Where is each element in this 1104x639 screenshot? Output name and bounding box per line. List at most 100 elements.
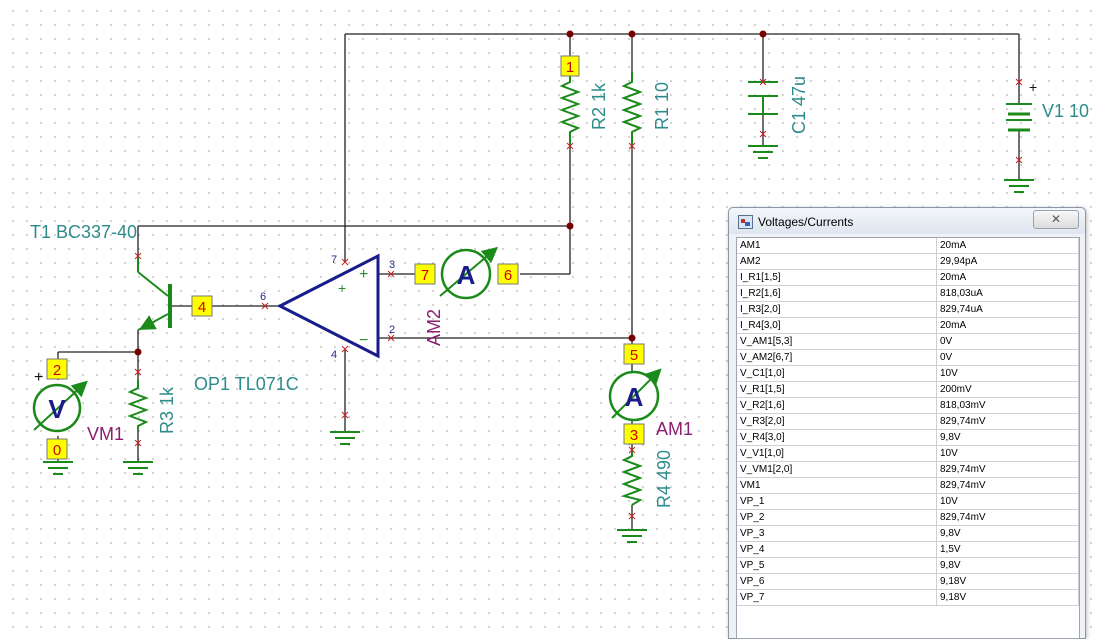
node-0[interactable]: 0 bbox=[46, 438, 68, 460]
node-7[interactable]: 7 bbox=[414, 263, 436, 285]
r3-resistor[interactable] bbox=[127, 380, 149, 430]
node-2-label: 2 bbox=[53, 362, 61, 379]
table-row[interactable]: V_R1[1,5]200mV bbox=[737, 381, 1079, 398]
c1-capacitor[interactable] bbox=[748, 81, 778, 115]
vm1-voltmeter[interactable]: V bbox=[32, 380, 88, 433]
pin-7-label: 7 bbox=[331, 254, 337, 266]
node-6-label: 6 bbox=[504, 267, 512, 284]
row-name-cell: VM1 bbox=[737, 477, 937, 494]
node-4[interactable]: 4 bbox=[191, 295, 213, 317]
node-7-label: 7 bbox=[421, 267, 429, 284]
am2-ammeter[interactable]: A bbox=[439, 246, 499, 300]
close-button[interactable]: ✕ bbox=[1033, 210, 1079, 229]
node-3[interactable]: 3 bbox=[623, 423, 645, 445]
row-name-cell: AM2 bbox=[737, 253, 937, 270]
r2-label[interactable]: R2 1k bbox=[589, 82, 609, 130]
row-value-cell: 818,03mV bbox=[936, 397, 1079, 414]
row-value-cell: 829,74mV bbox=[936, 413, 1079, 430]
table-row[interactable]: I_R2[1,6]818,03uA bbox=[737, 285, 1079, 302]
op1-label[interactable]: OP1 TL071C bbox=[194, 374, 299, 394]
row-name-cell: V_AM1[5,3] bbox=[737, 333, 937, 350]
vm1-symbol: V bbox=[48, 394, 66, 424]
am2-label[interactable]: AM2 bbox=[424, 309, 444, 346]
r4-label[interactable]: R4 490 bbox=[654, 450, 674, 508]
row-name-cell: V_R4[3,0] bbox=[737, 429, 937, 446]
r1-resistor[interactable] bbox=[621, 72, 643, 146]
table-row[interactable]: V_R2[1,6]818,03mV bbox=[737, 397, 1079, 414]
opamp-plus-sign: + bbox=[359, 266, 368, 283]
opamp-plus-sign-inner: + bbox=[338, 280, 346, 296]
window-titlebar[interactable]: Voltages/Currents ✕ bbox=[729, 208, 1085, 234]
r2-resistor[interactable] bbox=[559, 72, 581, 146]
table-row[interactable]: V_AM1[5,3]0V bbox=[737, 333, 1079, 350]
node-5[interactable]: 5 bbox=[623, 343, 645, 365]
t1-label[interactable]: T1 BC337-40 bbox=[30, 222, 137, 242]
r3-label[interactable]: R3 1k bbox=[157, 386, 177, 434]
row-name-cell: VP_3 bbox=[737, 525, 937, 542]
row-value-cell: 9,8V bbox=[936, 557, 1079, 574]
vm1-label[interactable]: VM1 bbox=[87, 424, 124, 444]
table-row[interactable]: V_V1[1,0]10V bbox=[737, 445, 1079, 462]
node-1[interactable]: 1 bbox=[560, 55, 580, 77]
row-name-cell: VP_4 bbox=[737, 541, 937, 558]
node-6[interactable]: 6 bbox=[497, 263, 519, 285]
row-value-cell: 20mA bbox=[936, 317, 1079, 334]
row-value-cell: 1,5V bbox=[936, 541, 1079, 558]
node-1-label: 1 bbox=[566, 59, 574, 76]
row-value-cell: 829,74uA bbox=[936, 301, 1079, 318]
am2-symbol: A bbox=[457, 260, 476, 290]
node-3-label: 3 bbox=[630, 427, 638, 444]
row-value-cell: 29,94pA bbox=[936, 253, 1079, 270]
row-value-cell: 829,74mV bbox=[936, 461, 1079, 478]
row-name-cell: VP_7 bbox=[737, 589, 937, 606]
table-row[interactable]: I_R3[2,0]829,74uA bbox=[737, 301, 1079, 318]
table-row[interactable]: V_AM2[6,7]0V bbox=[737, 349, 1079, 366]
am1-ammeter[interactable]: A bbox=[608, 368, 662, 422]
r4-resistor[interactable] bbox=[620, 450, 643, 506]
vm1-polarity: + bbox=[34, 369, 43, 386]
row-value-cell: 9,8V bbox=[936, 525, 1079, 542]
v1-label[interactable]: V1 10 bbox=[1042, 101, 1089, 121]
table-row[interactable]: V_R3[2,0]829,74mV bbox=[737, 413, 1079, 430]
table-row[interactable]: V_R4[3,0]9,8V bbox=[737, 429, 1079, 446]
am1-label[interactable]: AM1 bbox=[656, 419, 693, 439]
c1-label[interactable]: C1 47u bbox=[789, 76, 809, 134]
v1-battery[interactable] bbox=[1006, 103, 1032, 132]
table-row[interactable]: I_R1[1,5]20mA bbox=[737, 269, 1079, 286]
op1-opamp[interactable]: + − + bbox=[276, 253, 380, 359]
r1-label[interactable]: R1 10 bbox=[652, 82, 672, 130]
pin-6-label: 6 bbox=[260, 291, 266, 303]
window-title: Voltages/Currents bbox=[758, 215, 854, 229]
t1-transistor[interactable] bbox=[137, 256, 172, 331]
row-value-cell: 20mA bbox=[936, 238, 1079, 254]
node-2[interactable]: 2 bbox=[46, 358, 68, 380]
row-name-cell: V_R3[2,0] bbox=[737, 413, 937, 430]
pin-2-label: 2 bbox=[389, 324, 395, 336]
table-row[interactable]: V_C1[1,0]10V bbox=[737, 365, 1079, 382]
table-row[interactable]: V_VM1[2,0]829,74mV bbox=[737, 461, 1079, 478]
row-name-cell: I_R1[1,5] bbox=[737, 269, 937, 286]
pin-markers bbox=[134, 78, 1023, 520]
row-value-cell: 9,8V bbox=[936, 429, 1079, 446]
node-5-label: 5 bbox=[630, 347, 638, 364]
pin-4-label: 4 bbox=[331, 349, 337, 361]
row-name-cell: V_R1[1,5] bbox=[737, 381, 937, 398]
table-row[interactable]: I_R4[3,0]20mA bbox=[737, 317, 1079, 334]
row-value-cell: 0V bbox=[936, 349, 1079, 366]
window-app-icon bbox=[738, 215, 753, 229]
row-value-cell: 829,74mV bbox=[936, 477, 1079, 494]
